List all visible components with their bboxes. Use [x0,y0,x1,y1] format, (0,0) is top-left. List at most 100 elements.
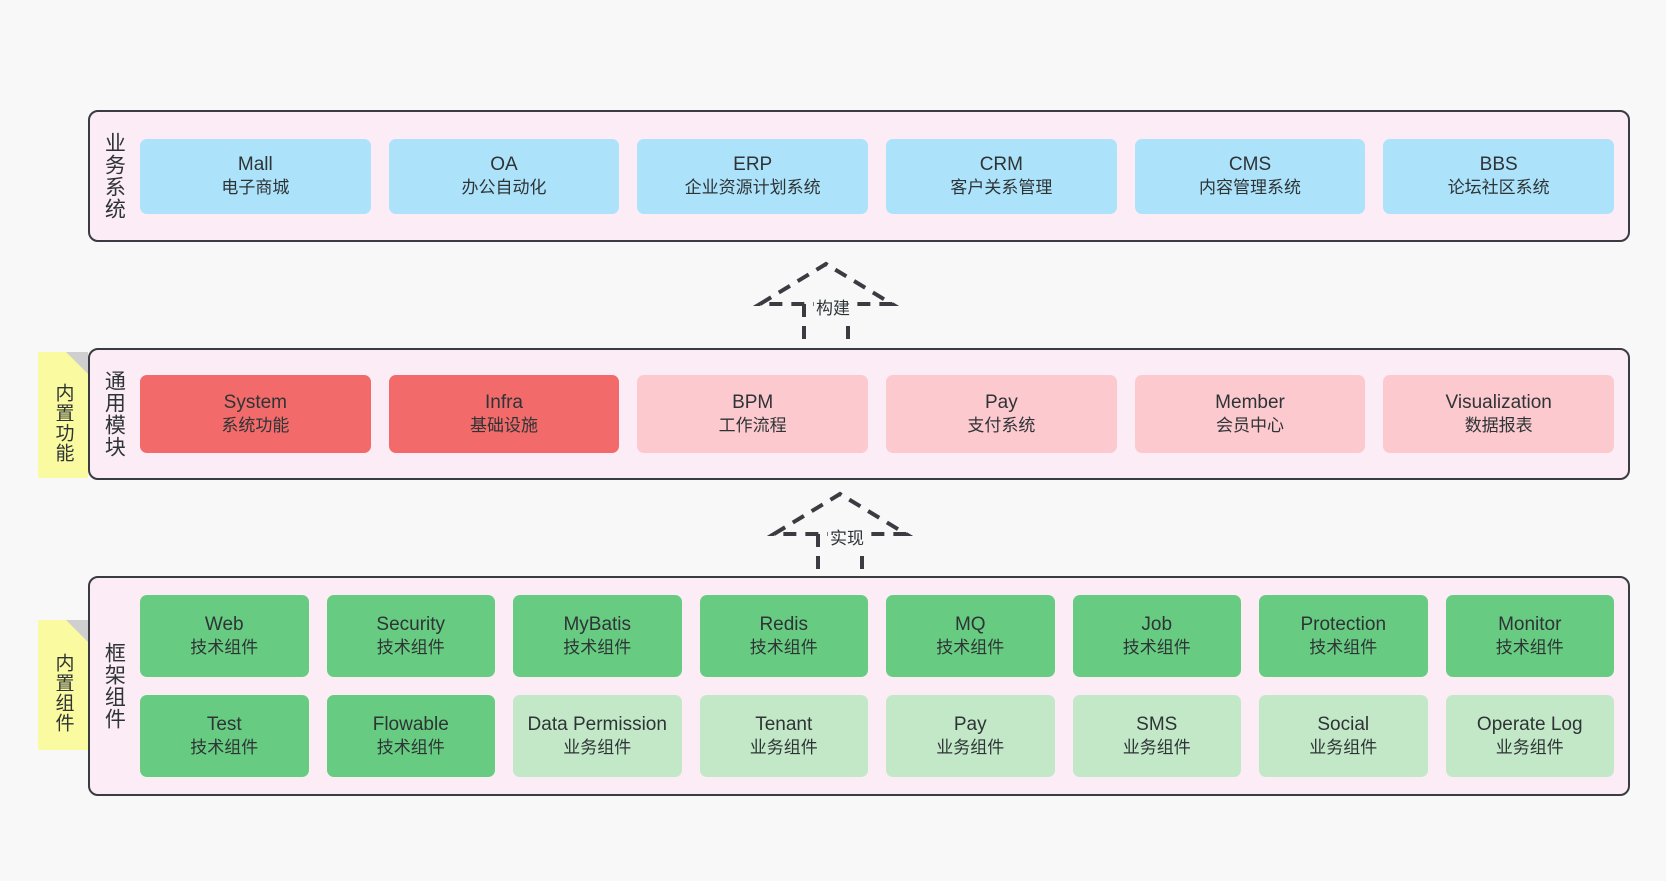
card-title-en: CMS [1228,154,1272,176]
layer-framework-components: 框架组件 Web 技术组件 Security 技术组件 MyBatis 技术组件… [88,576,1630,796]
layer-body-framework: Web 技术组件 Security 技术组件 MyBatis 技术组件 Redi… [136,578,1628,794]
card-mybatis[interactable]: MyBatis 技术组件 [513,595,682,677]
layer-title-framework: 框架组件 [102,642,126,730]
card-title-en: CRM [979,154,1023,176]
card-title-cn: 企业资源计划系统 [684,178,821,198]
card-title-cn: 基础设施 [470,416,538,436]
card-oa[interactable]: OA 办公自动化 [388,138,620,214]
card-title-en: Test [206,714,242,736]
card-job[interactable]: Job 技术组件 [1072,595,1241,677]
card-title-cn: 支付系统 [967,416,1036,436]
card-title-cn: 技术组件 [1122,638,1191,658]
card-title-en: MyBatis [563,614,632,636]
card-title-cn: 业务组件 [1495,738,1564,758]
card-cms[interactable]: CMS 内容管理系统 [1134,138,1366,214]
card-title-cn: 数据报表 [1464,416,1533,436]
layer-body-business: Mall 电子商城 OA 办公自动化 ERP 企业资源计划系统 CRM 客户关系… [136,112,1628,240]
card-title-en: Operate Log [1476,714,1583,736]
card-mall[interactable]: Mall 电子商城 [140,138,371,214]
framework-row-technical: Web 技术组件 Security 技术组件 MyBatis 技术组件 Redi… [140,595,1614,677]
card-operate-log[interactable]: Operate Log 业务组件 [1445,695,1614,777]
card-title-cn: 技术组件 [376,638,445,658]
card-title-en: Protection [1300,614,1387,636]
card-title-en: Data Permission [527,714,667,736]
layer-title-business: 业务系统 [102,132,126,220]
framework-row-business: Test 技术组件 Flowable 技术组件 Data Permission … [140,695,1614,777]
card-title-cn: 电子商城 [221,178,290,198]
card-title-cn: 业务组件 [563,738,632,758]
connector-implement: 实现 [766,488,926,583]
card-title-en: Security [376,614,446,636]
card-title-en: Web [204,614,244,636]
card-protection[interactable]: Protection 技术组件 [1259,595,1428,677]
card-title-cn: 技术组件 [190,638,259,658]
card-bbs[interactable]: BBS 论坛社区系统 [1383,138,1615,214]
card-web[interactable]: Web 技术组件 [140,595,309,677]
business-row: Mall 电子商城 OA 办公自动化 ERP 企业资源计划系统 CRM 客户关系… [140,138,1615,214]
card-title-cn: 业务组件 [936,738,1005,758]
card-title-en: OA [490,154,518,176]
layer-common-modules: 通用模块 System 系统功能 Infra 基础设施 BPM 工作流程 Pay… [88,348,1630,480]
card-sms[interactable]: SMS 业务组件 [1072,695,1241,777]
card-title-cn: 工作流程 [718,416,787,436]
card-system[interactable]: System 系统功能 [140,375,371,453]
sticky-note-builtin-components: 内置组件 [38,620,88,750]
card-infra[interactable]: Infra 基础设施 [388,375,620,453]
card-title-en: ERP [733,154,773,176]
card-flowable[interactable]: Flowable 技术组件 [326,695,495,777]
card-title-cn: 系统功能 [221,416,290,436]
card-title-en: BBS [1479,154,1518,176]
card-title-en: BPM [732,392,774,414]
card-title-en: Pay [953,714,987,736]
card-title-en: Mall [237,154,273,176]
layer-body-common: System 系统功能 Infra 基础设施 BPM 工作流程 Pay 支付系统… [136,350,1628,478]
card-title-cn: 客户关系管理 [950,178,1053,198]
card-bpm[interactable]: BPM 工作流程 [637,375,869,453]
card-social[interactable]: Social 业务组件 [1259,695,1428,777]
card-title-en: Pay [984,392,1018,414]
card-title-cn: 论坛社区系统 [1447,178,1550,198]
card-member[interactable]: Member 会员中心 [1134,375,1366,453]
connector-build: 构建 [752,258,912,353]
card-title-cn: 技术组件 [1309,638,1378,658]
card-title-cn: 业务组件 [1122,738,1191,758]
card-title-cn: 技术组件 [749,638,818,658]
card-security[interactable]: Security 技术组件 [326,595,495,677]
card-title-cn: 办公自动化 [461,178,547,198]
card-visualization[interactable]: Visualization 数据报表 [1383,375,1615,453]
card-data-permission[interactable]: Data Permission 业务组件 [513,695,682,777]
connector-label-build: 构建 [814,294,852,319]
card-test[interactable]: Test 技术组件 [140,695,309,777]
card-title-cn: 技术组件 [936,638,1005,658]
card-title-cn: 技术组件 [190,738,259,758]
connector-label-implement: 实现 [828,524,866,549]
card-title-en: Monitor [1498,614,1562,636]
card-pay-business[interactable]: Pay 业务组件 [886,695,1055,777]
card-title-cn: 业务组件 [1309,738,1378,758]
common-row: System 系统功能 Infra 基础设施 BPM 工作流程 Pay 支付系统… [140,375,1615,453]
card-title-en: MQ [954,614,986,636]
card-title-en: Tenant [755,714,813,736]
card-title-cn: 技术组件 [1495,638,1564,658]
card-title-cn: 内容管理系统 [1199,178,1302,198]
card-title-en: Visualization [1445,392,1552,414]
layer-business-systems: 业务系统 Mall 电子商城 OA 办公自动化 ERP 企业资源计划系统 CRM… [88,110,1630,242]
card-title-en: Social [1317,714,1370,736]
card-tenant[interactable]: Tenant 业务组件 [699,695,868,777]
card-title-en: Member [1215,392,1285,414]
card-title-en: Flowable [372,714,449,736]
card-monitor[interactable]: Monitor 技术组件 [1445,595,1614,677]
card-title-en: SMS [1136,714,1178,736]
card-title-cn: 技术组件 [563,638,632,658]
layer-title-common: 通用模块 [102,370,126,458]
card-mq[interactable]: MQ 技术组件 [886,595,1055,677]
card-title-cn: 业务组件 [749,738,818,758]
card-title-en: Redis [759,614,809,636]
card-title-en: System [223,392,288,414]
card-pay[interactable]: Pay 支付系统 [886,375,1117,453]
card-title-cn: 技术组件 [376,738,445,758]
card-redis[interactable]: Redis 技术组件 [699,595,868,677]
card-erp[interactable]: ERP 企业资源计划系统 [637,138,869,214]
card-crm[interactable]: CRM 客户关系管理 [886,138,1117,214]
card-title-en: Infra [484,392,524,414]
